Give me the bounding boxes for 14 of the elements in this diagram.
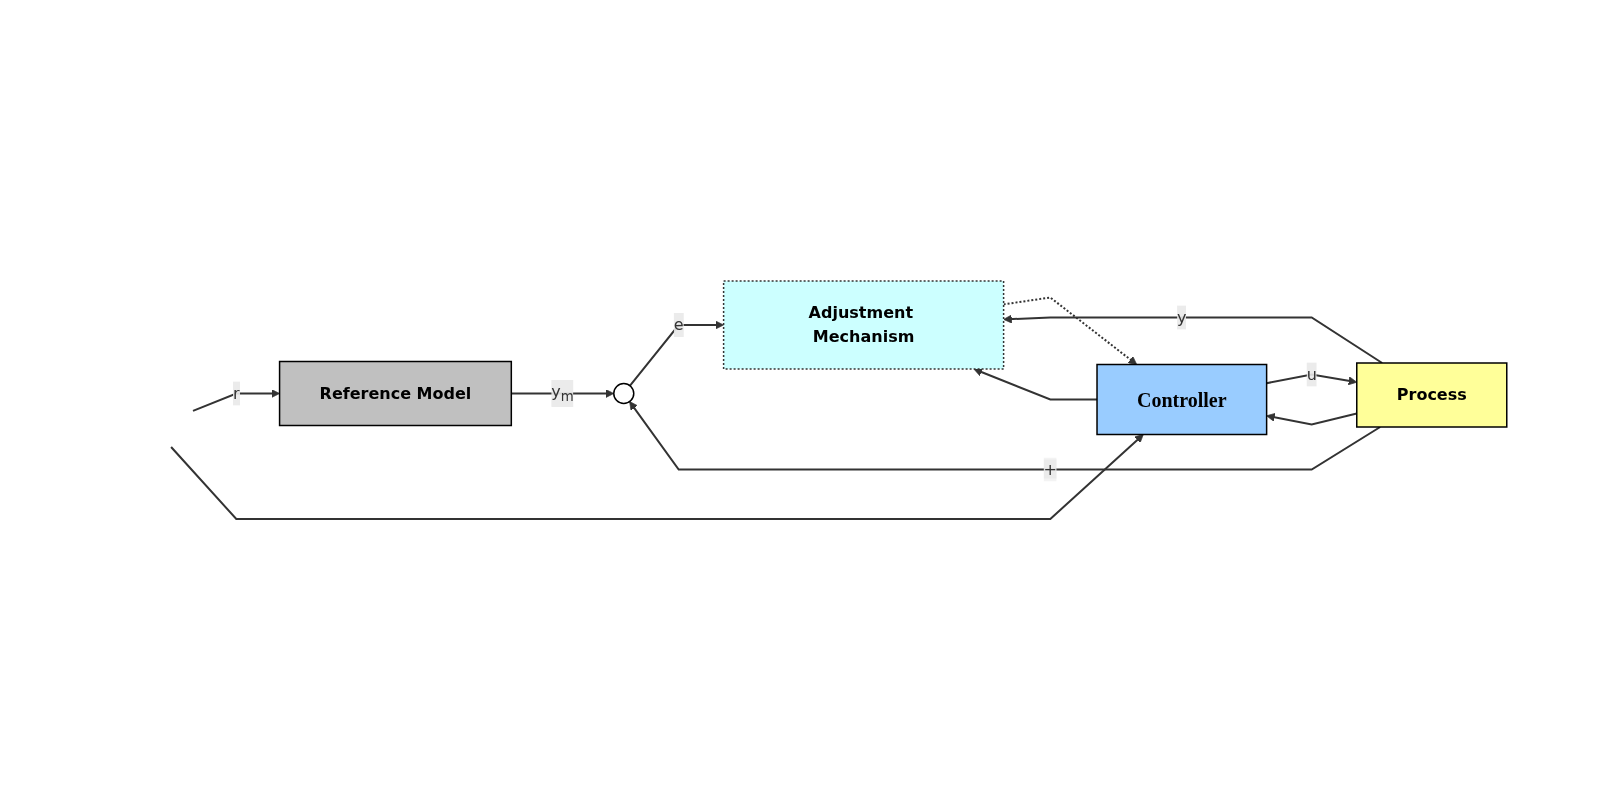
arrow xyxy=(1003,314,1384,364)
edge-label: y$_{m}$ xyxy=(551,381,574,405)
edge-label: r xyxy=(233,383,240,403)
edge-label: + xyxy=(1043,459,1058,479)
node-box: Process xyxy=(1356,362,1508,428)
edge-label: e xyxy=(673,315,684,334)
node-box: Reference Model xyxy=(278,360,513,427)
arrow xyxy=(629,401,1382,471)
node-circle xyxy=(613,382,635,405)
edge-label: y xyxy=(1177,307,1187,327)
node-box: Controller xyxy=(1096,363,1268,436)
node-box: Adjustment Mechanism xyxy=(722,280,1005,370)
arrow xyxy=(170,434,1144,520)
edge-label: u xyxy=(1306,364,1317,384)
